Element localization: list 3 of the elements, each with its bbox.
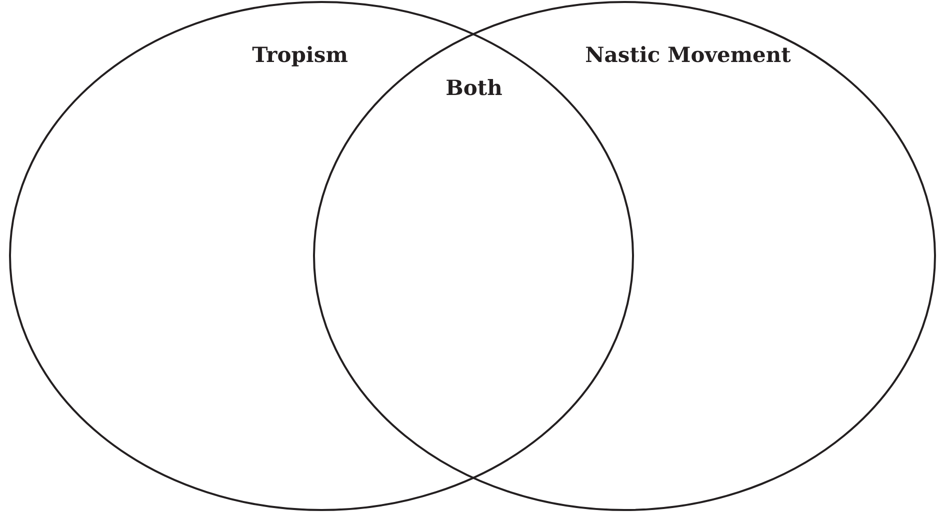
circle-title: Tropism: [251, 41, 349, 69]
overlap-label: Both: [444, 74, 504, 102]
circle-title: Nastic Movement: [584, 41, 792, 69]
